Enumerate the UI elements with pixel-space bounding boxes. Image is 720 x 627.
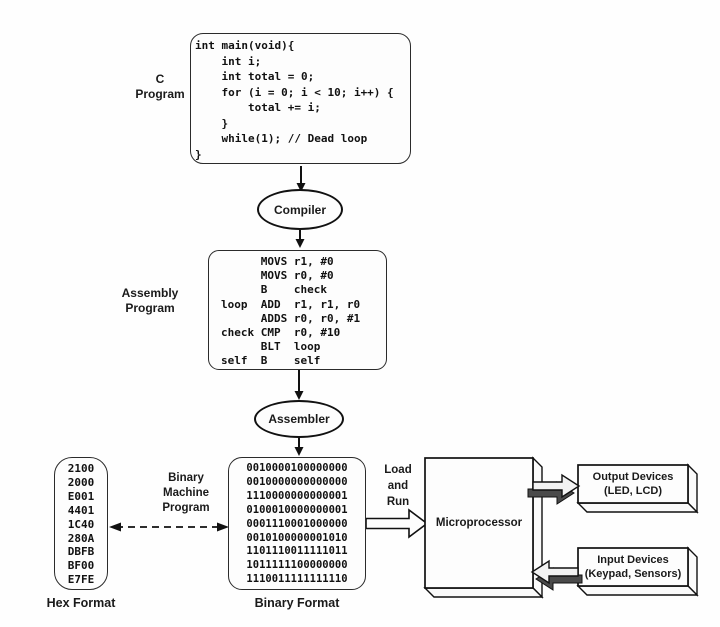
assembler-label: Assembler bbox=[268, 412, 330, 426]
compiler-label: Compiler bbox=[273, 202, 326, 217]
hex-format-box: 2100 2000 E001 4401 1C40 280A DBFB BF00 … bbox=[54, 457, 108, 590]
hex-format-caption: Hex Format bbox=[46, 596, 116, 610]
c-program-label: C Program bbox=[135, 72, 185, 101]
hex-values: 2100 2000 E001 4401 1C40 280A DBFB BF00 … bbox=[67, 462, 95, 587]
arrow-c-to-compiler bbox=[296, 166, 306, 192]
dashed-arrow-hex-binary bbox=[109, 522, 229, 532]
load-and-run-label: Load and Run bbox=[384, 464, 412, 508]
assembly-program-box: MOVS r1, #0 MOVS r0, #0 B check loop ADD… bbox=[208, 250, 387, 370]
binary-format-caption: Binary Format bbox=[254, 596, 340, 610]
output-devices-box bbox=[576, 463, 699, 514]
arrow-compiler-to-assembly bbox=[295, 230, 305, 248]
arrow-assembly-to-assembler bbox=[294, 370, 304, 400]
binary-machine-program-label: Binary Machine Program bbox=[162, 472, 210, 514]
microprocessor-label: Microprocessor bbox=[435, 517, 523, 529]
binary-values: 0010000100000000 0010000000000000 111000… bbox=[246, 462, 348, 586]
arrow-assembler-to-binary bbox=[294, 438, 304, 456]
assembly-program-code: MOVS r1, #0 MOVS r0, #0 B check loop ADD… bbox=[221, 255, 361, 368]
arrow-micro-to-output bbox=[527, 473, 581, 505]
input-devices-box bbox=[576, 546, 699, 597]
compiler-node: Compiler bbox=[257, 189, 343, 230]
assembly-program-label: Assembly Program bbox=[121, 286, 179, 315]
arrow-input-to-micro bbox=[530, 559, 583, 591]
output-devices-label: Output Devices (LED, LCD) bbox=[592, 471, 674, 497]
load-run-block-arrow bbox=[365, 508, 429, 539]
input-devices-label: Input Devices (Keypad, Sensors) bbox=[584, 554, 682, 580]
assembler-node: Assembler bbox=[254, 400, 344, 438]
binary-format-box: 0010000100000000 0010000000000000 111000… bbox=[228, 457, 366, 590]
c-program-box: int main(void){ int i; int total = 0; fo… bbox=[190, 33, 411, 164]
c-program-code: int main(void){ int i; int total = 0; fo… bbox=[195, 39, 394, 161]
